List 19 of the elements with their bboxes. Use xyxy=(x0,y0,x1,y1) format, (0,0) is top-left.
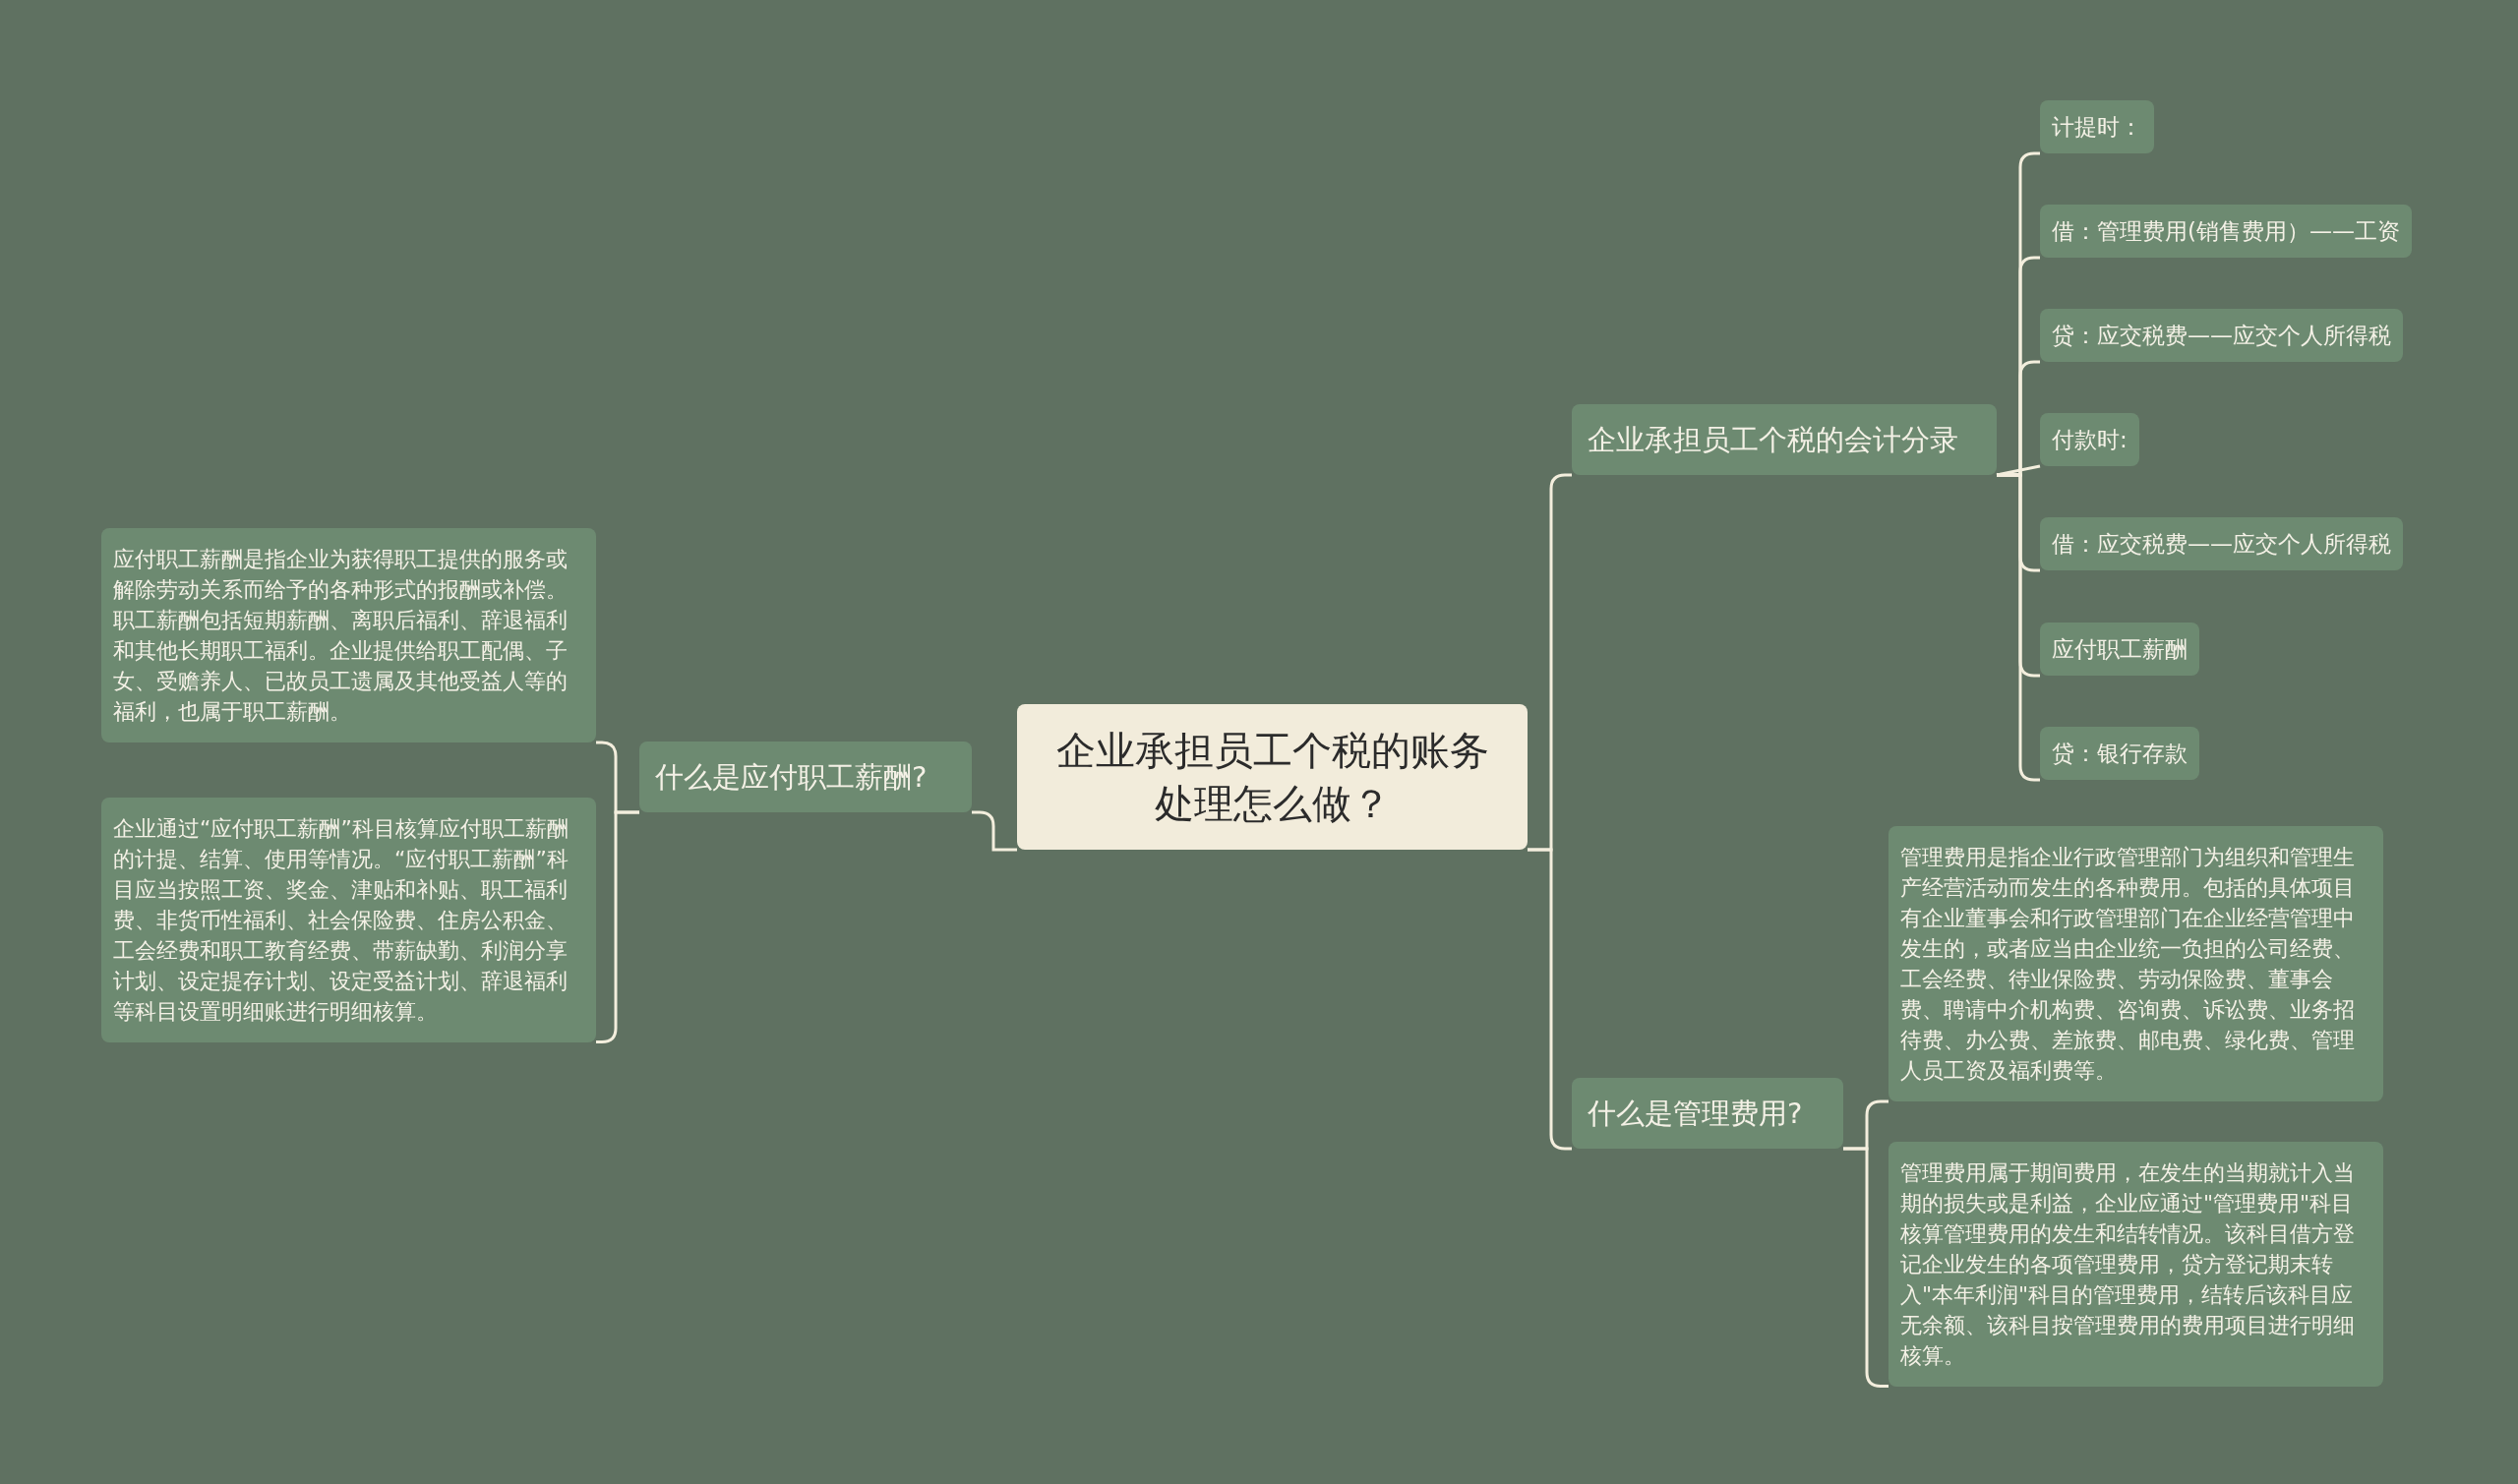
subtopic-box: 借：管理费用(销售费用）——工资 xyxy=(2040,205,2412,258)
topic-box: 什么是管理费用? xyxy=(1572,1078,1843,1149)
subtopic-box: 应付职工薪酬 xyxy=(2040,623,2199,676)
subtopic-box: 贷：应交税费——应交个人所得税 xyxy=(2040,309,2403,362)
topic-box: 什么是应付职工薪酬? xyxy=(639,742,972,812)
note-box: 应付职工薪酬是指企业为获得职工提供的服务或解除劳动关系而给予的各种形式的报酬或补偿。职工薪酬包括短期薪酬、离职后福利、辞退福利和其他长期职工福利。企业提供给职工配偶、子女、受赡养人、已故员工遗属及其他受益人等的福利，也属于职工薪酬。 xyxy=(101,528,596,742)
connector-line xyxy=(1528,848,1572,1151)
note-box: 管理费用属于期间费用，在发生的当期就计入当期的损失或是利益，企业应通过"管理费用"科目核算管理费用的发生和结转情况。该科目借方登记企业发生的各项管理费用，贷方登记期末转入"本年利润"科目的管理费用，结转后该科目应无余额、该科目按管理费用的费用项目进行明细核算。 xyxy=(1888,1141,2383,1387)
connector-line xyxy=(1996,464,2041,477)
note-box: 企业通过“应付职工薪酬”科目核算应付职工薪酬的计提、结算、使用等情况。“应付职工薪酬”科目应当按照工资、奖金、津贴和补贴、职工福利费、非货币性福利、社会保险费、住房公积金、工会经费和职工教育经费、带薪缺勤、利润分享计划、设定提存计划、设定受益计划、辞退福利等科目设置明细账进行明细核算。 xyxy=(101,797,596,1042)
subtopic-box: 计提时： xyxy=(2040,100,2154,153)
connector-line xyxy=(972,810,1017,852)
topic-box: 企业承担员工个税的会计分录 xyxy=(1572,404,1997,475)
connector-line xyxy=(1843,1147,1888,1388)
subtopic-box: 付款时: xyxy=(2040,413,2139,466)
note-box: 管理费用是指企业行政管理部门为组织和管理生产经营活动而发生的各种费用。包括的具体项目有企业董事会和行政管理部门在企业经营管理中发生的，或者应当由企业统一负担的公司经费、工会经费、待业保险费、劳动保险费、董事会费、聘请中介机构费、咨询费、诉讼费、业务招待费、办公费、差旅费、邮电费、绿化费、管理人员工资及福利费等。 xyxy=(1888,826,2383,1101)
subtopic-box: 贷：银行存款 xyxy=(2040,727,2199,780)
subtopic-box: 借：应交税费——应交个人所得税 xyxy=(2040,517,2403,570)
central-topic: 企业承担员工个税的账务处理怎么做？ xyxy=(1017,704,1528,850)
